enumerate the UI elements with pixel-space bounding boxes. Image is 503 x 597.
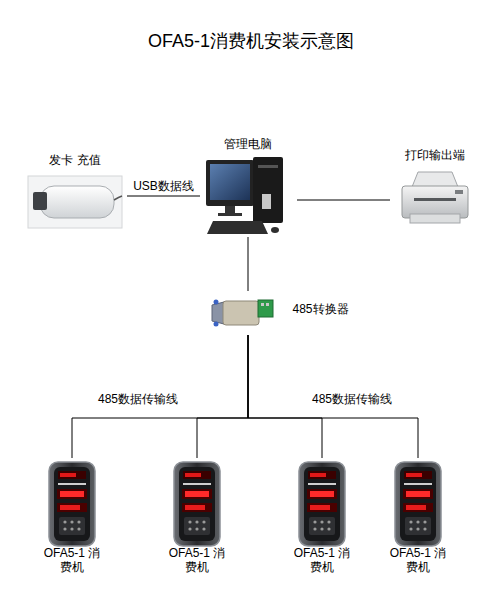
cable-label: 485数据传输线 [96,392,180,406]
node-label: OFA5-1 消费机 [387,546,449,574]
printer-node: 打印输出端 [390,148,482,228]
data-cable [248,335,418,458]
node-label: 485转换器 [286,302,355,316]
converter-picture [212,300,273,327]
card-reader-node: 发卡 充值 [25,153,127,231]
diagram-title: OFA5-1消费机安装示意图 [148,30,354,52]
consumer-machine-node: OFA5-1 消费机 [287,458,357,576]
node-label: 打印输出端 [390,148,480,162]
node-label: OFA5-1 消费机 [291,546,353,574]
data-cable [197,335,248,458]
cable-label: USB数据线 [131,179,196,193]
node-label: 发卡 充值 [25,153,125,167]
data-cable [127,196,200,197]
consumer-machine-node: OFA5-1 消费机 [37,458,107,576]
converter-node: 485转换器 [210,291,357,335]
consumer-machine-node: OFA5-1 消费机 [383,458,453,576]
data-cable [72,335,248,458]
consumer-machine-pictures [49,462,441,546]
node-label: OFA5-1 消费机 [166,546,228,574]
node-label: OFA5-1 消费机 [41,546,103,574]
consumer-machine-node: OFA5-1 消费机 [162,458,232,576]
computer-node: 管理电脑 [200,137,297,237]
data-cable [248,237,249,291]
node-label: 管理电脑 [200,137,295,151]
cable-label: 485数据传输线 [310,392,394,406]
computer-picture [206,157,283,234]
data-cable [297,200,390,201]
printer-picture [402,172,468,223]
card-reader-picture [28,176,122,228]
